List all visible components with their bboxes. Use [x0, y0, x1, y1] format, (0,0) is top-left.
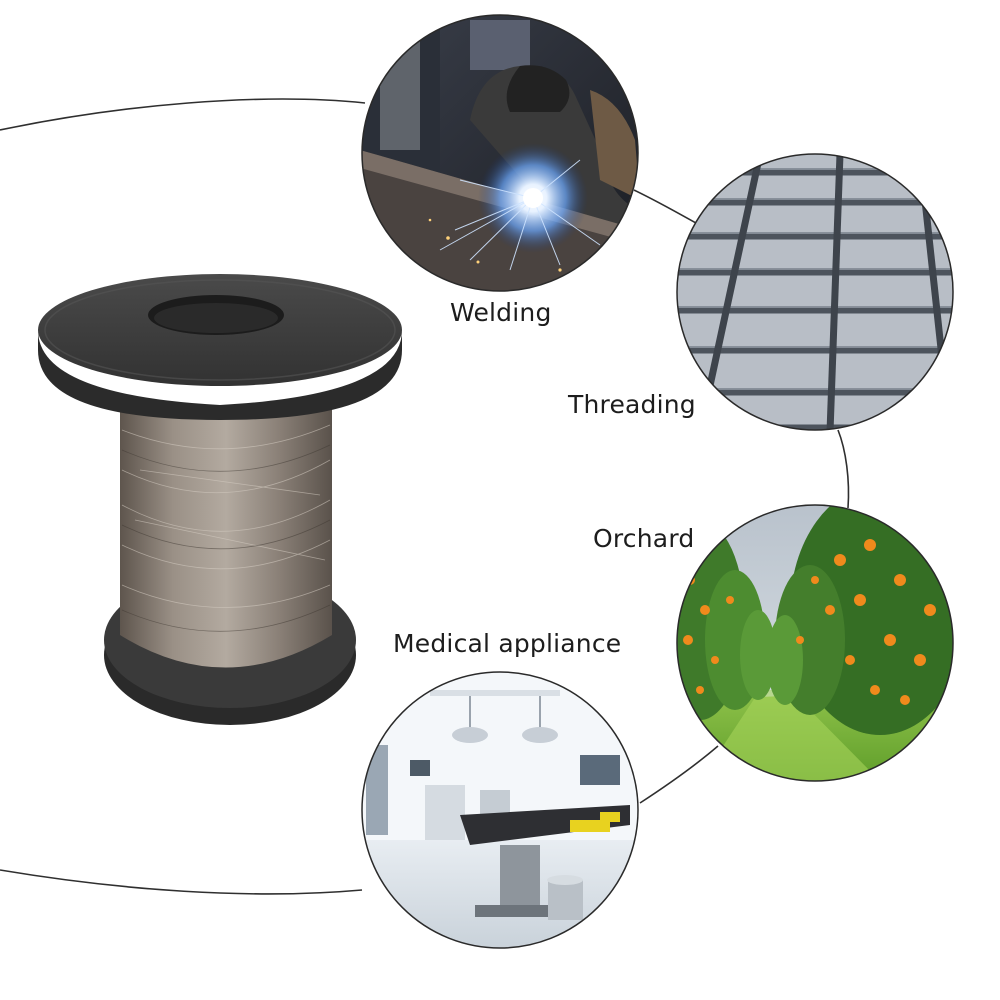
wire-mesh-photo	[676, 153, 954, 431]
operating-room-photo	[361, 671, 639, 949]
orchard-photo	[676, 504, 954, 782]
welding-photo	[361, 14, 639, 292]
label-threading: Threading	[568, 390, 696, 419]
wire-spool-image	[38, 274, 402, 725]
label-orchard: Orchard	[593, 524, 695, 553]
label-medical-appliance: Medical appliance	[393, 629, 622, 658]
orbit-line	[0, 98, 850, 895]
label-welding: Welding	[450, 298, 552, 327]
